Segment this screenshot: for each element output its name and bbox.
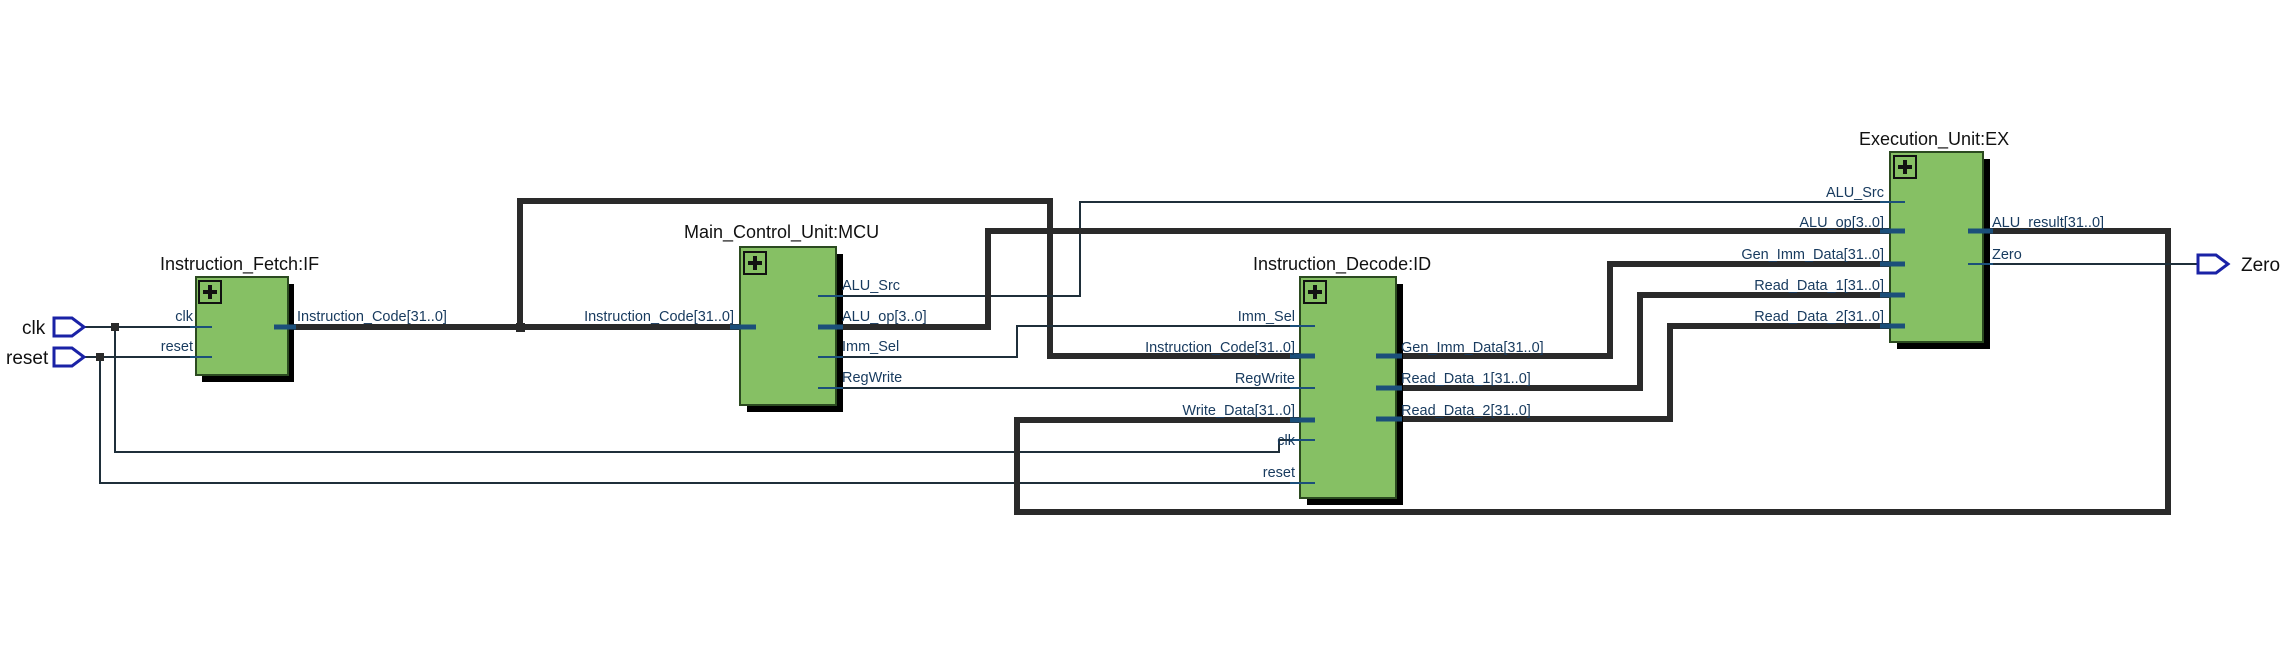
wires: [82, 198, 2200, 515]
block-execution-unit[interactable]: Execution_Unit:EX ALU_Src ALU_op[3..0] G…: [1741, 129, 2104, 349]
port-reset: reset: [1263, 465, 1295, 481]
wire-instruction-code: [277, 198, 1300, 359]
port-alu-src: ALU_Src: [1826, 185, 1884, 201]
port-clk: clk: [175, 309, 193, 325]
port-read-data-1: Read_Data_1[31..0]: [1401, 371, 1531, 387]
input-pin-reset[interactable]: reset: [6, 346, 87, 369]
port-alu-result: ALU_result[31..0]: [1992, 215, 2104, 231]
block-title: Instruction_Decode:ID: [1253, 254, 1431, 275]
port-read-data-2: Read_Data_2[31..0]: [1754, 309, 1884, 325]
wire-read-data-1: [1378, 292, 1903, 391]
input-pin-icon: [52, 316, 87, 338]
port-instruction-code: Instruction_Code[31..0]: [584, 309, 734, 325]
port-instruction-code: Instruction_Code[31..0]: [1145, 340, 1295, 356]
port-alu-src: ALU_Src: [842, 278, 900, 294]
wire-gen-imm: [1378, 261, 1903, 359]
plus-box-icon[interactable]: [198, 280, 222, 304]
port-zero: Zero: [1992, 247, 2022, 263]
junction-clk: [111, 323, 119, 331]
port-reset: reset: [161, 339, 193, 355]
junction-instruction-code: [516, 323, 525, 332]
block-main-control-unit[interactable]: Main_Control_Unit:MCU Instruction_Code[3…: [584, 222, 927, 412]
block-body: [1889, 151, 1984, 343]
block-title: Instruction_Fetch:IF: [160, 254, 319, 275]
block-title: Execution_Unit:EX: [1859, 129, 2009, 150]
wire-alu-src: [820, 201, 1903, 297]
output-pin-zero[interactable]: Zero: [2196, 253, 2280, 276]
port-write-data: Write_Data[31..0]: [1182, 403, 1295, 419]
wire-alu-op: [820, 228, 1903, 330]
wire-clk: [82, 326, 1300, 453]
port-instruction-code: Instruction_Code[31..0]: [297, 309, 447, 325]
wire-alu-result: [1014, 228, 2171, 515]
port-imm-sel: Imm_Sel: [842, 339, 899, 355]
port-read-data-2: Read_Data_2[31..0]: [1401, 403, 1531, 419]
port-regwrite: RegWrite: [1235, 371, 1295, 387]
port-regwrite: RegWrite: [842, 370, 902, 386]
input-pin-icon: [52, 346, 87, 368]
plus-box-icon[interactable]: [1893, 155, 1917, 179]
port-gen-imm-data: Gen_Imm_Data[31..0]: [1401, 340, 1544, 356]
block-title: Main_Control_Unit:MCU: [684, 222, 879, 243]
port-read-data-1: Read_Data_1[31..0]: [1754, 278, 1884, 294]
input-pin-clk[interactable]: clk: [22, 316, 87, 339]
wire-imm-sel: [820, 325, 1300, 358]
plus-box-icon[interactable]: [1303, 280, 1327, 304]
output-pin-icon: [2196, 253, 2231, 275]
port-imm-sel: Imm_Sel: [1238, 309, 1295, 325]
port-gen-imm-data: Gen_Imm_Data[31..0]: [1741, 247, 1884, 263]
clk-label: clk: [22, 318, 46, 339]
zero-output-label: Zero: [2241, 255, 2280, 276]
port-clk: clk: [1277, 433, 1295, 449]
wire-read-data-2: [1378, 323, 1903, 422]
port-alu-op: ALU_op[3..0]: [842, 309, 927, 325]
reset-label: reset: [6, 348, 49, 369]
block-instruction-decode[interactable]: Instruction_Decode:ID Imm_Sel Instructio…: [1145, 254, 1544, 505]
plus-box-icon[interactable]: [743, 251, 767, 275]
block-instruction-fetch[interactable]: Instruction_Fetch:IF clk reset Instructi…: [160, 254, 447, 382]
port-alu-op: ALU_op[3..0]: [1799, 215, 1884, 231]
junction-reset: [96, 353, 104, 361]
